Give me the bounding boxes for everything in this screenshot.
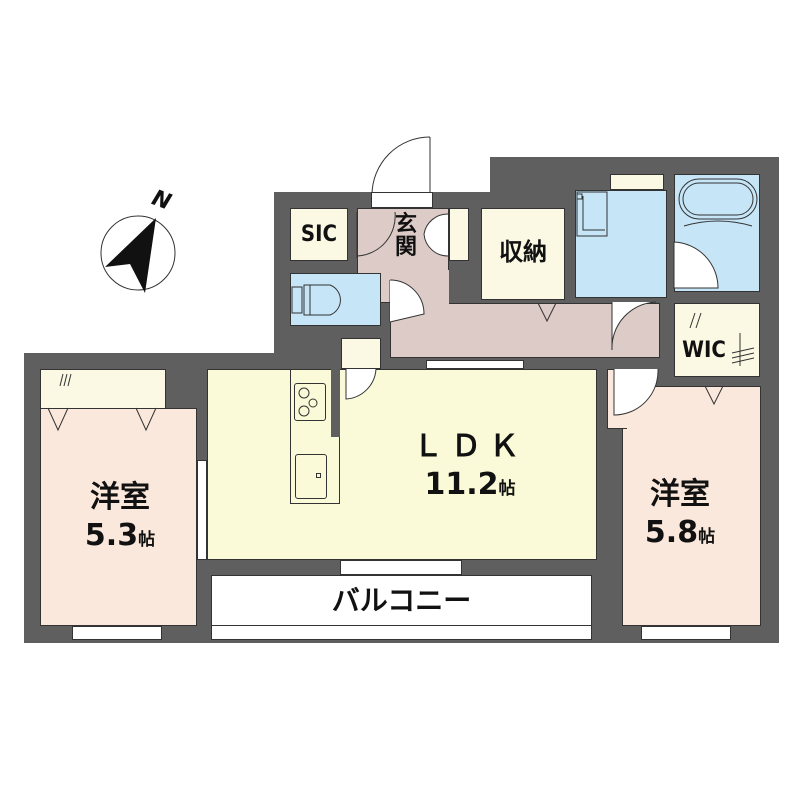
- sic-door-icon: [356, 211, 396, 258]
- room-sic: [290, 208, 348, 261]
- balcony: [211, 575, 592, 640]
- toilet-icon: [291, 284, 341, 316]
- entry-opening: [371, 192, 433, 208]
- pantry: [341, 338, 381, 369]
- room-name: ＬＤＫ: [413, 429, 527, 464]
- window-right-room: [641, 626, 731, 640]
- room-size: 5.3帖: [84, 518, 156, 553]
- shoe-closet-door-icon: [423, 213, 449, 257]
- sink: [295, 454, 327, 499]
- closet-western-left: [40, 369, 166, 409]
- washbasin-icon: [576, 191, 608, 237]
- washroom-shelf: [610, 174, 664, 190]
- bathtub-icon: [678, 178, 758, 227]
- sink-drain: [316, 473, 321, 478]
- room-size: 11.2帖: [424, 467, 516, 502]
- pantry-door-icon: [345, 368, 377, 400]
- compass-north-label: N: [148, 185, 175, 216]
- stove: [294, 383, 326, 421]
- label-wic: WIC: [682, 338, 726, 363]
- label-entrance: 玄関: [394, 212, 417, 261]
- room-name: 洋室: [90, 480, 150, 515]
- room-name: 洋室: [650, 477, 710, 512]
- room-wic: [674, 303, 760, 377]
- washroom-door-icon: [611, 301, 657, 351]
- kitchen-wall: [331, 369, 340, 437]
- wic-hatch-icon: [689, 312, 755, 366]
- label-storage: 収納: [499, 238, 547, 266]
- balcony-rail: [211, 625, 592, 626]
- stove-burners-icon: [298, 387, 318, 417]
- label-sic: SIC: [300, 222, 338, 247]
- room-western-right: [622, 386, 761, 626]
- storage-door-marker-icon: [537, 302, 557, 323]
- toilet-door-icon: [389, 279, 425, 323]
- room-ldk: [207, 369, 597, 560]
- wic-door-marker-icon: [704, 385, 724, 406]
- window-left-room: [72, 626, 162, 640]
- window-ldk-balcony: [340, 560, 462, 575]
- room-western-left: [40, 408, 197, 626]
- label-western-left: 洋室 5.3帖: [60, 483, 180, 551]
- label-balcony: バルコニー: [331, 584, 472, 617]
- sliding-door-left-room: [197, 460, 207, 560]
- western-right-door-icon: [613, 368, 659, 416]
- label-ldk: ＬＤＫ 11.2帖: [400, 432, 540, 500]
- window-hall-ldk: [426, 360, 524, 369]
- room-size: 5.8帖: [644, 515, 716, 550]
- room-washroom: [575, 190, 667, 298]
- north-arrow-icon: [100, 215, 176, 293]
- closet-hatch-icon: [59, 373, 72, 387]
- room-toilet: [290, 273, 381, 326]
- bathroom-door-icon: [673, 241, 719, 289]
- shoe-closet: [449, 208, 469, 261]
- room-storage: [481, 208, 565, 300]
- label-western-right: 洋室 5.8帖: [620, 480, 740, 548]
- closet-door-marker-icon: [47, 407, 157, 432]
